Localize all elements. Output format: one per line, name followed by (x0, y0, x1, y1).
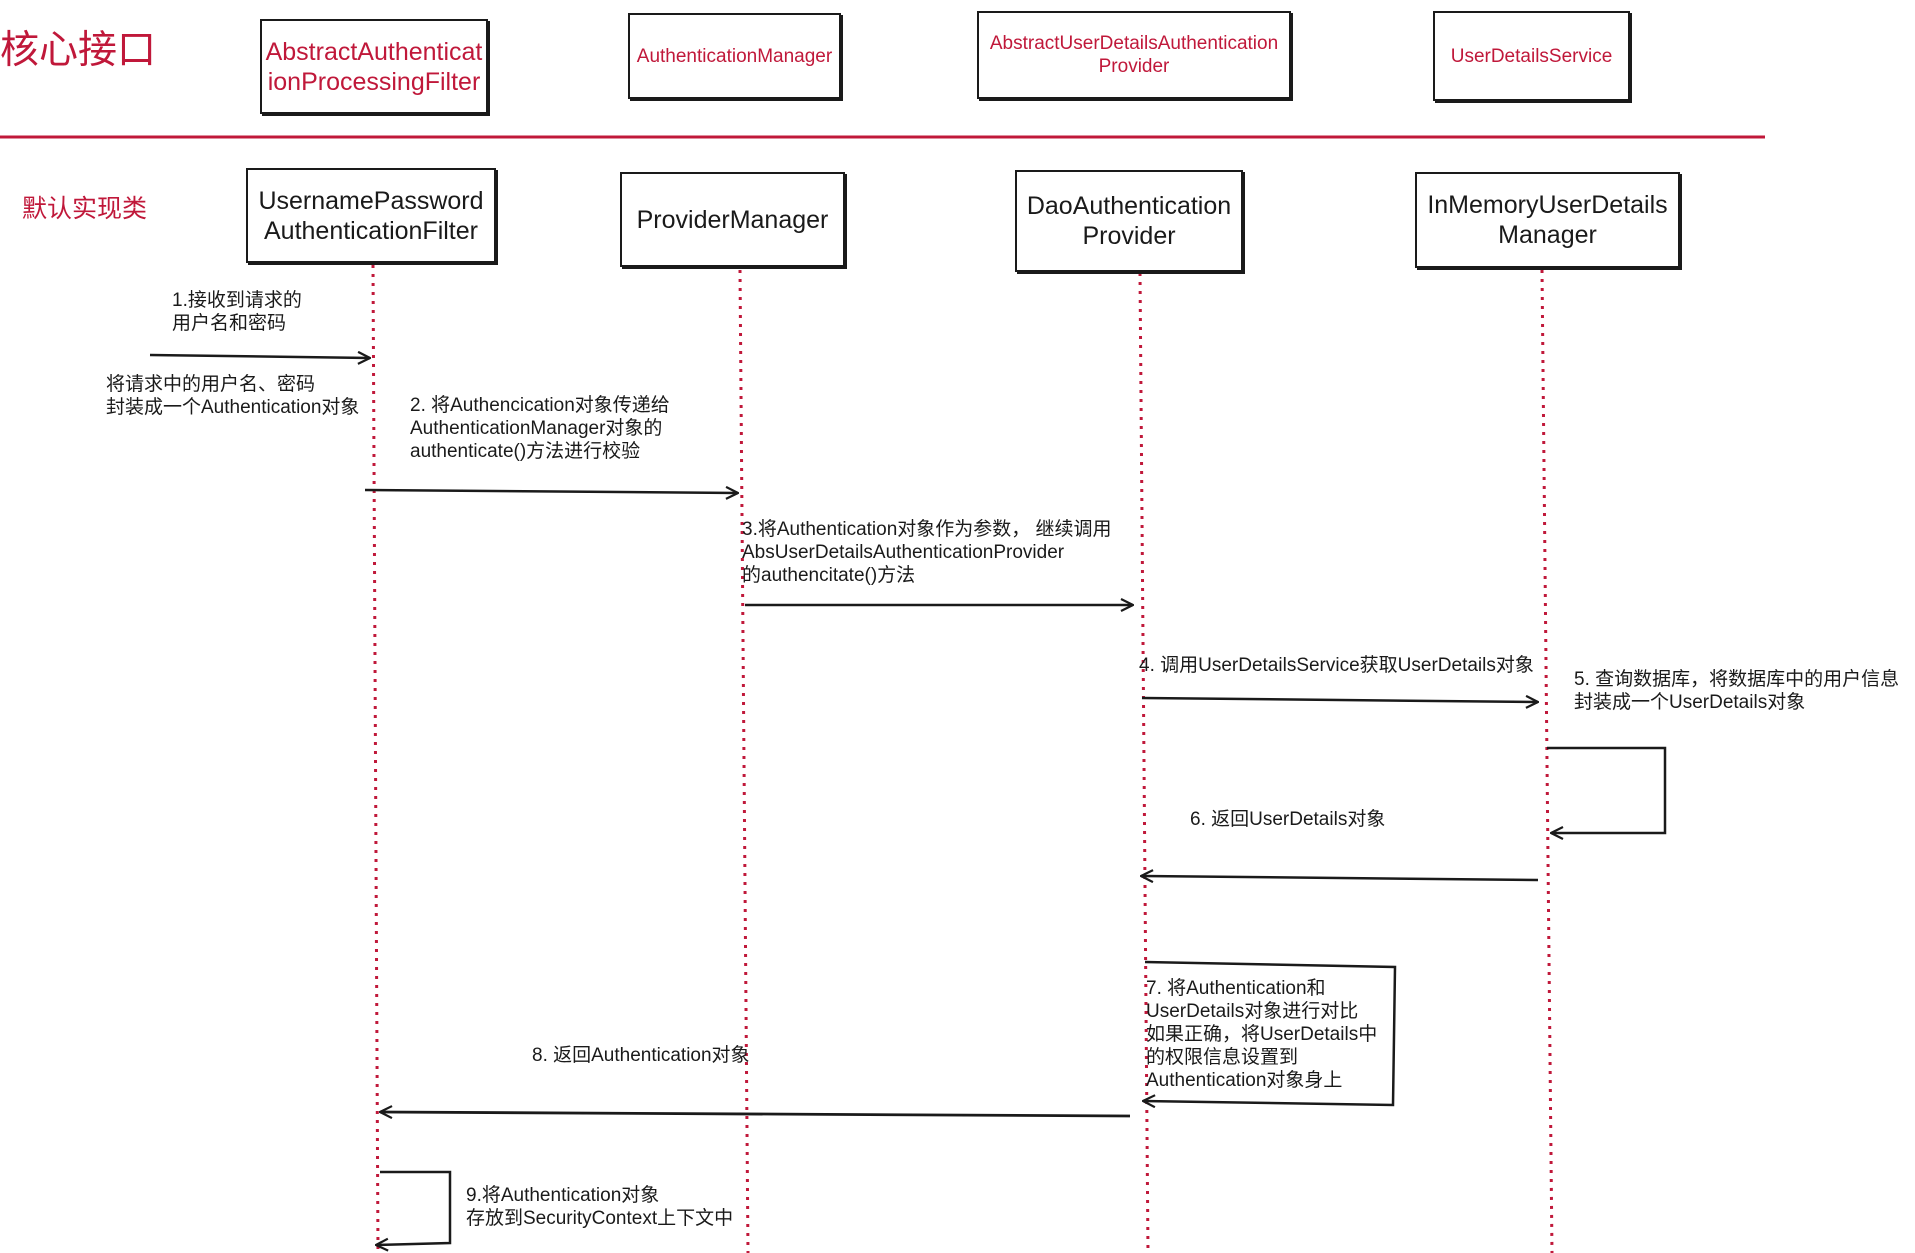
step-1-note: 将请求中的用户名、密码 封装成一个Authentication对象 (106, 374, 360, 418)
step-5-label: 5. 查询数据库，将数据库中的用户信息 封装成一个UserDetails对象 (1574, 669, 1900, 713)
section-default-implementations: 默认实现类 (22, 195, 148, 223)
arrow-step-7-self (1143, 960, 1397, 1105)
interface-box-user-details-service: UserDetailsService (1433, 11, 1630, 101)
arrow-step-4 (1141, 698, 1538, 702)
interface-box-processing-filter: AbstractAuthenticat ionProcessingFilter (260, 19, 488, 114)
lifeline-provider-manager (738, 269, 750, 1253)
arrow-step-6 (1141, 876, 1539, 880)
arrow-step-2 (364, 490, 738, 493)
lifeline-filter (371, 264, 380, 1253)
step-3-label: 3.将Authentication对象作为参数， 继续调用 AbsUserDet… (742, 519, 1112, 586)
impl-box-provider-manager: ProviderManager (620, 172, 845, 267)
impl-box-dao-authentication-provider: DaoAuthentication Provider (1015, 170, 1243, 272)
lifeline-dao-provider (1138, 272, 1150, 1253)
step-8-label: 8. 返回Authentication对象 (532, 1045, 750, 1066)
step-2-label: 2. 将Authencication对象传递给 AuthenticationMa… (410, 395, 670, 462)
interface-box-authentication-manager: AuthenticationManager (628, 13, 841, 99)
arrow-step-9-self (376, 1170, 452, 1245)
arrow-step-1 (149, 355, 370, 358)
interface-box-user-details-provider: AbstractUserDetailsAuthentication Provid… (977, 11, 1291, 99)
step-1-label: 1.接收到请求的 用户名和密码 (172, 290, 302, 334)
section-core-interfaces: 核心接口 (0, 29, 157, 72)
arrow-step-5-self (1547, 746, 1667, 833)
impl-box-inmemory-user-details-manager: InMemoryUserDetails Manager (1415, 172, 1680, 268)
step-7-label: 7. 将Authentication和 UserDetails对象进行对比 如果… (1146, 978, 1378, 1091)
lifeline-inmemory-manager (1540, 269, 1554, 1253)
step-4-label: 4. 调用UserDetailsService获取UserDetails对象 (1139, 655, 1534, 676)
step-9-label: 9.将Authentication对象 存放到SecurityContext上下… (466, 1185, 734, 1229)
impl-box-username-password-filter: UsernamePassword AuthenticationFilter (246, 168, 496, 263)
arrow-step-8 (380, 1112, 1131, 1116)
step-6-label: 6. 返回UserDetails对象 (1190, 809, 1386, 830)
